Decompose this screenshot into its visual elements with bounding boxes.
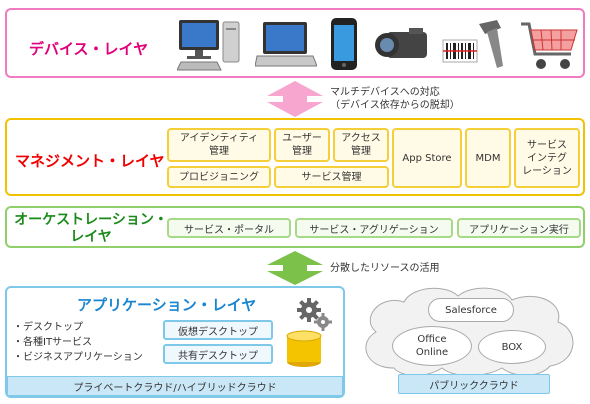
identity-label-line2: 管理 [209,146,229,157]
service-management-box: サービス管理 [274,166,389,188]
identity-label-line1: アイデンティティ [179,133,259,144]
access-label-line2: 管理 [351,146,371,157]
office-online-pill: Office Online [392,326,472,366]
management-layer-title: マネジメント・レイヤ [15,152,165,170]
orchestration-layer-title: オーケストレーション・ レイヤ [11,212,171,246]
list-item: ・各種ITサービス [13,337,93,348]
salesforce-pill: Salesforce [428,298,514,322]
integration-label-line1: サービス [527,139,567,151]
management-layer: マネジメント・レイヤ アイデンティティ 管理 ユーザー 管理 アクセス 管理 プ… [5,118,585,196]
service-aggregation-box: サービス・アグリゲーション [295,218,453,238]
desktop-pc-icon [177,20,240,71]
multidevice-note-line2: （デバイス依存からの脱却） [330,100,460,111]
shopping-cart-icon [521,22,578,69]
device-layer: デバイス・レイヤ [5,8,585,78]
orchestration-layer: オーケストレーション・ レイヤ サービス・ポータル サービス・アグリゲーション … [5,206,585,248]
orchestration-title-line1: オーケストレーション・ [14,212,168,228]
database-icon [286,330,322,367]
app-store-box: App Store [392,128,462,188]
two-way-arrow-green [267,251,323,285]
box-pill: BOX [478,330,546,364]
access-management-box: アクセス 管理 [333,128,389,162]
multidevice-note-line1: マルチデバイスへの対応 [330,87,440,98]
two-way-arrow-pink [267,81,323,117]
service-integration-box: サービス インテグ レーション [514,128,580,188]
gears-icon [297,298,332,331]
public-cloud-footer: パブリッククラウド [398,374,550,394]
office-label-line1: Office [417,334,447,345]
virtual-desktop-box: 仮想デスクトップ [163,320,273,340]
multidevice-note: マルチデバイスへの対応 （デバイス依存からの脱却） [330,86,460,112]
user-management-box: ユーザー 管理 [274,128,330,162]
orchestration-title-line2: レイヤ [70,229,112,245]
laptop-icon [255,22,317,67]
application-layer: アプリケーション・レイヤ ・デスクトップ ・各種ITサービス ・ビジネスアプリケ… [5,286,345,398]
integration-label-line2: インテグ [527,152,567,164]
list-item: ・デスクトップ [13,322,83,333]
office-label-line2: Online [415,347,449,358]
smartphone-icon [331,18,357,70]
identity-management-box: アイデンティティ 管理 [167,128,271,162]
barcode-scanner-icon [442,20,503,68]
user-label-line2: 管理 [292,146,312,157]
application-layer-title: アプリケーション・レイヤ [77,296,257,314]
provisioning-box: プロビジョニング [167,166,271,188]
integration-label-line3: レーション [522,165,572,177]
private-cloud-footer: プライベートクラウド/ハイブリッドクラウド [7,376,343,396]
distributed-resources-note: 分散したリソースの活用 [330,263,440,274]
service-portal-box: サービス・ポータル [167,218,291,238]
app-execution-box: アプリケーション実行 [457,218,581,238]
list-item: ・ビジネスアプリケーション [13,352,143,363]
shared-desktop-box: 共有デスクトップ [163,344,273,364]
device-layer-title: デバイス・レイヤ [29,40,149,58]
user-label-line1: ユーザー [282,133,322,144]
application-items-list: ・デスクトップ ・各種ITサービス ・ビジネスアプリケーション [13,320,143,365]
mdm-box: MDM [465,128,511,188]
access-label-line1: アクセス [341,133,381,144]
video-camera-icon [375,28,427,58]
cloud-shape [365,287,574,376]
